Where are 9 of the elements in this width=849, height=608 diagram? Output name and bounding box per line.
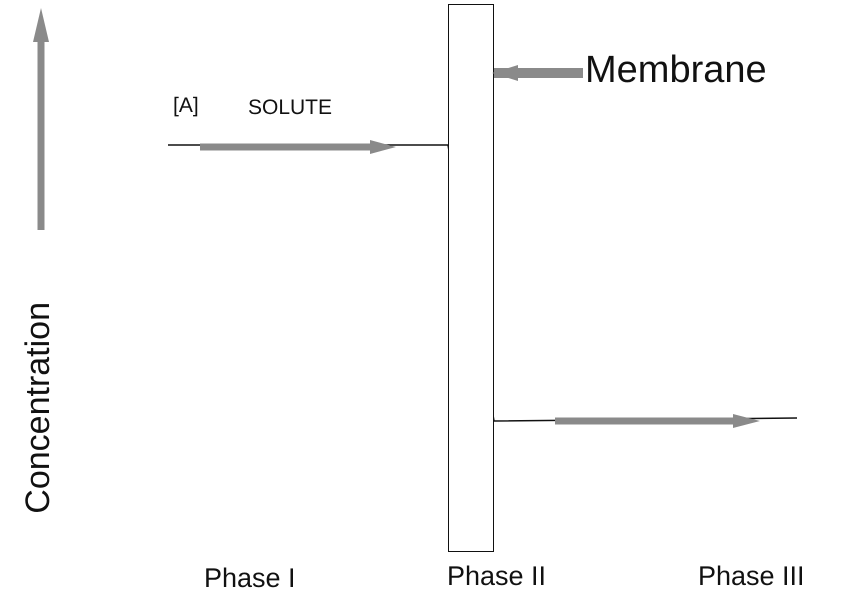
membrane-label: Membrane bbox=[583, 50, 767, 92]
text-label: Phase III bbox=[698, 562, 805, 592]
arrow bbox=[492, 65, 583, 81]
text-label: [A] bbox=[173, 94, 199, 118]
text-label: SOLUTE bbox=[248, 96, 332, 120]
membrane-box bbox=[448, 4, 494, 552]
text-label: Phase II bbox=[447, 562, 546, 592]
text-label: Phase I bbox=[204, 564, 296, 594]
axis-label: Concentration bbox=[20, 302, 58, 514]
